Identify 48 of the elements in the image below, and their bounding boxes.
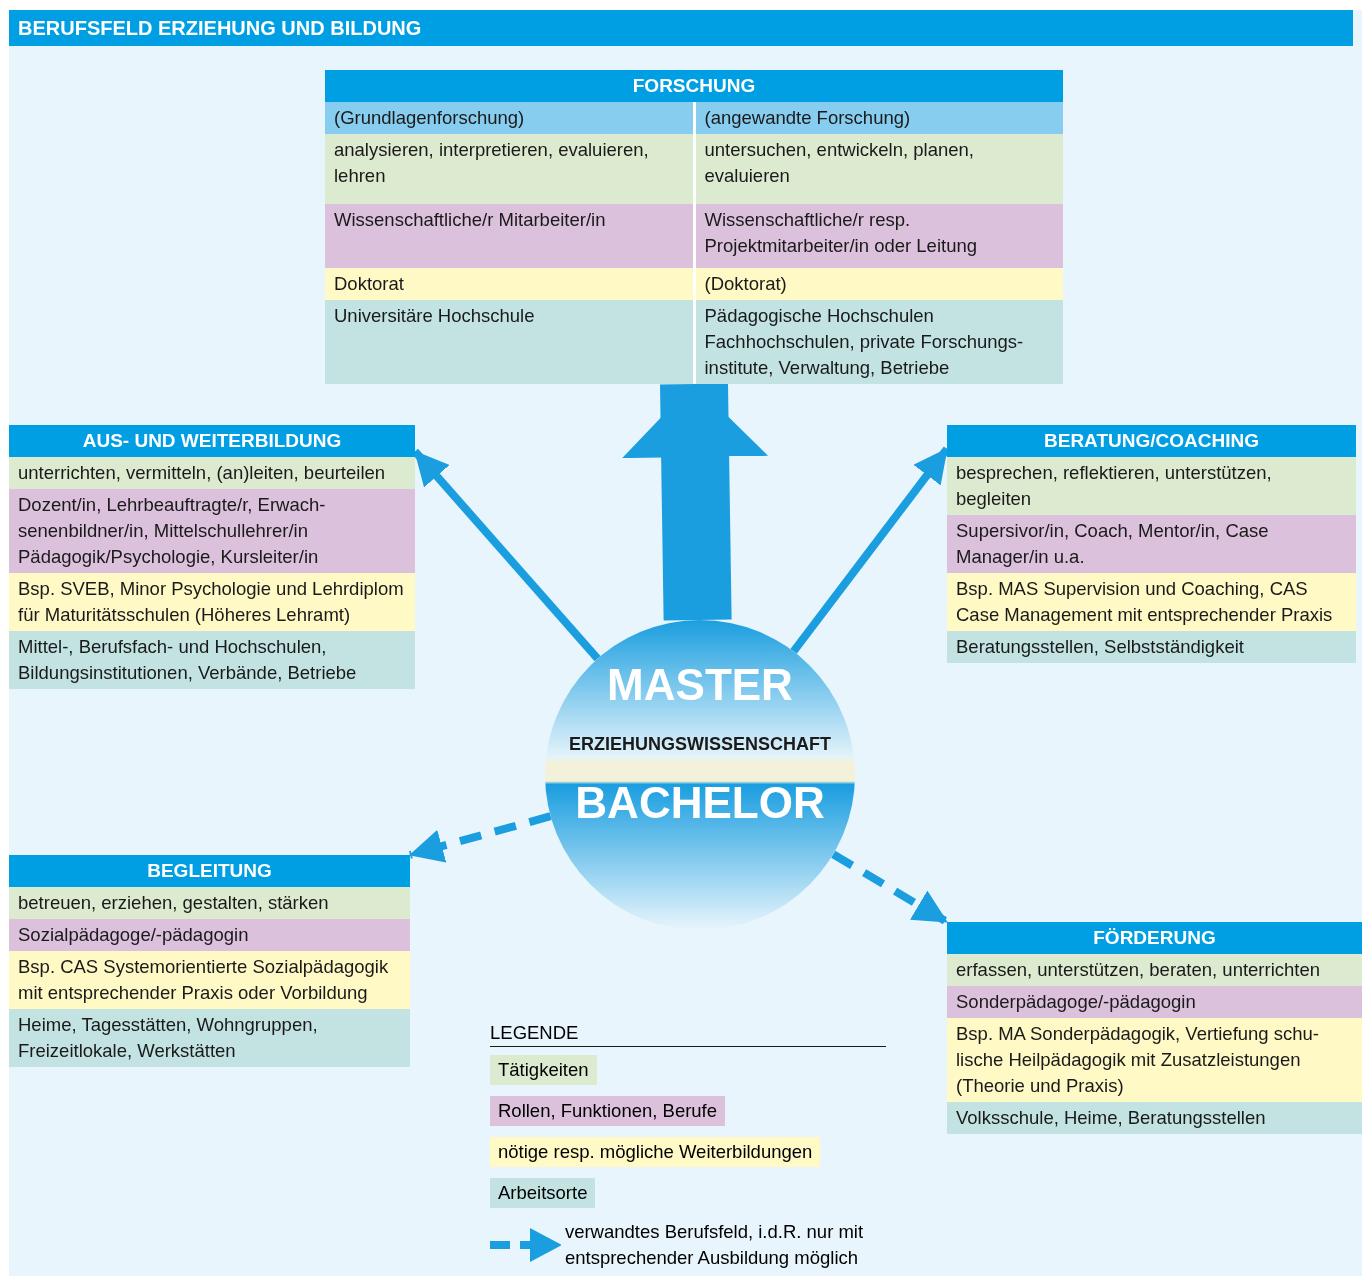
table-subheading: (Grundlagenforschung) — [325, 102, 693, 134]
table-heading: BEGLEITUNG — [9, 855, 410, 887]
table-cell: analysieren, interpretieren, evaluieren, lehren — [325, 134, 693, 204]
table — [325, 70, 1063, 384]
arrow — [831, 850, 950, 926]
table-cell: Dozent/in, Lehrbeauftragte/r, Erwach- senenbildner/in, Mittelschullehrer/in Pädagogik/Psychologie, Kursleiter/in — [9, 489, 415, 573]
table-heading: FÖRDERUNG — [947, 922, 1362, 954]
table-cell: Universitäre Hochschule — [325, 300, 693, 384]
table-cell: Sonderpädagoge/-pädagogin — [947, 986, 1362, 1018]
table-cell: erfassen, unterstützen, beraten, unterrichten — [947, 954, 1362, 986]
table-cell: Beratungsstellen, Selbstständigkeit — [947, 631, 1356, 663]
table-cell: Sozialpädagoge/-pädagogin — [9, 919, 410, 951]
table-cell: Doktorat — [325, 268, 693, 300]
table-cell: besprechen, reflektieren, unterstützen, begleiten — [947, 457, 1356, 515]
table-cell: Bsp. SVEB, Minor Psychologie und Lehrdiplom für Maturitätsschulen (Höheres Lehramt) — [9, 573, 415, 631]
degree-label: MASTER — [606, 660, 794, 710]
table-cell: Supersivor/in, Coach, Mentor/in, Case Manager/in u.a. — [947, 515, 1356, 573]
title-bar: BERUFSFELD ERZIEHUNG UND BILDUNG — [9, 10, 1353, 46]
table-subheading: (angewandte Forschung) — [695, 102, 1063, 134]
table-heading: AUS- UND WEITERBILDUNG — [9, 425, 415, 457]
table-cell: (Doktorat) — [695, 268, 1063, 300]
table-cell: Wissenschaftliche/r Mitarbeiter/in — [325, 204, 693, 268]
table-cell: Bsp. MAS Supervision und Coaching, CAS Case Management mit entsprechender Praxis — [947, 573, 1356, 631]
table-cell: Pädagogische Hochschulen Fachhochschulen, private Forschungs- institute, Verwaltung, Betriebe — [695, 300, 1063, 384]
table — [947, 425, 1356, 663]
legend-item: Arbeitsorte — [490, 1178, 596, 1208]
table-cell: betreuen, erziehen, gestalten, stärken — [9, 887, 410, 919]
table-cell: Volksschule, Heime, Beratungsstellen — [947, 1102, 1362, 1134]
legend-text: verwandtes Berufsfeld, i.d.R. nur mit entsprechender Ausbildung möglich — [564, 1220, 865, 1270]
table-cell: Mittel-, Berufsfach- und Hochschulen, Bildungsinstitutionen, Verbände, Betriebe — [9, 631, 415, 689]
table-cell: Wissenschaftliche/r resp. Projektmitarbeiter/in oder Leitung — [695, 204, 1063, 268]
table-cell: Bsp. CAS Systemorientierte Sozialpädagogik mit entsprechender Praxis oder Vorbildung — [9, 951, 410, 1009]
table-heading: BERATUNG/COACHING — [947, 425, 1356, 457]
degree-label: BACHELOR — [574, 778, 826, 828]
legend-item: Tätigkeiten — [490, 1055, 597, 1085]
legend-item: nötige resp. mögliche Weiterbildungen — [490, 1137, 821, 1167]
table — [947, 922, 1362, 1134]
table-cell: untersuchen, entwickeln, planen, evaluieren — [695, 134, 1063, 204]
table — [9, 425, 415, 689]
legend-item: Rollen, Funktionen, Berufe — [490, 1096, 726, 1126]
subject-label: ERZIEHUNGSWISSENSCHAFT — [568, 734, 832, 755]
table-cell: Heime, Tagesstätten, Wohngruppen, Freizeitlokale, Werkstätten — [9, 1009, 410, 1067]
table-heading: FORSCHUNG — [325, 70, 1063, 102]
table-cell: Bsp. MA Sonderpädagogik, Vertiefung schu- lische Heilpädagogik mit Zusatzleistungen (Theorie und Praxis) — [947, 1018, 1362, 1102]
table — [9, 855, 410, 1067]
legend-heading: LEGENDE — [490, 1020, 886, 1047]
arrow — [408, 812, 552, 863]
table-cell: unterrichten, vermitteln, (an)leiten, beurteilen — [9, 457, 415, 489]
